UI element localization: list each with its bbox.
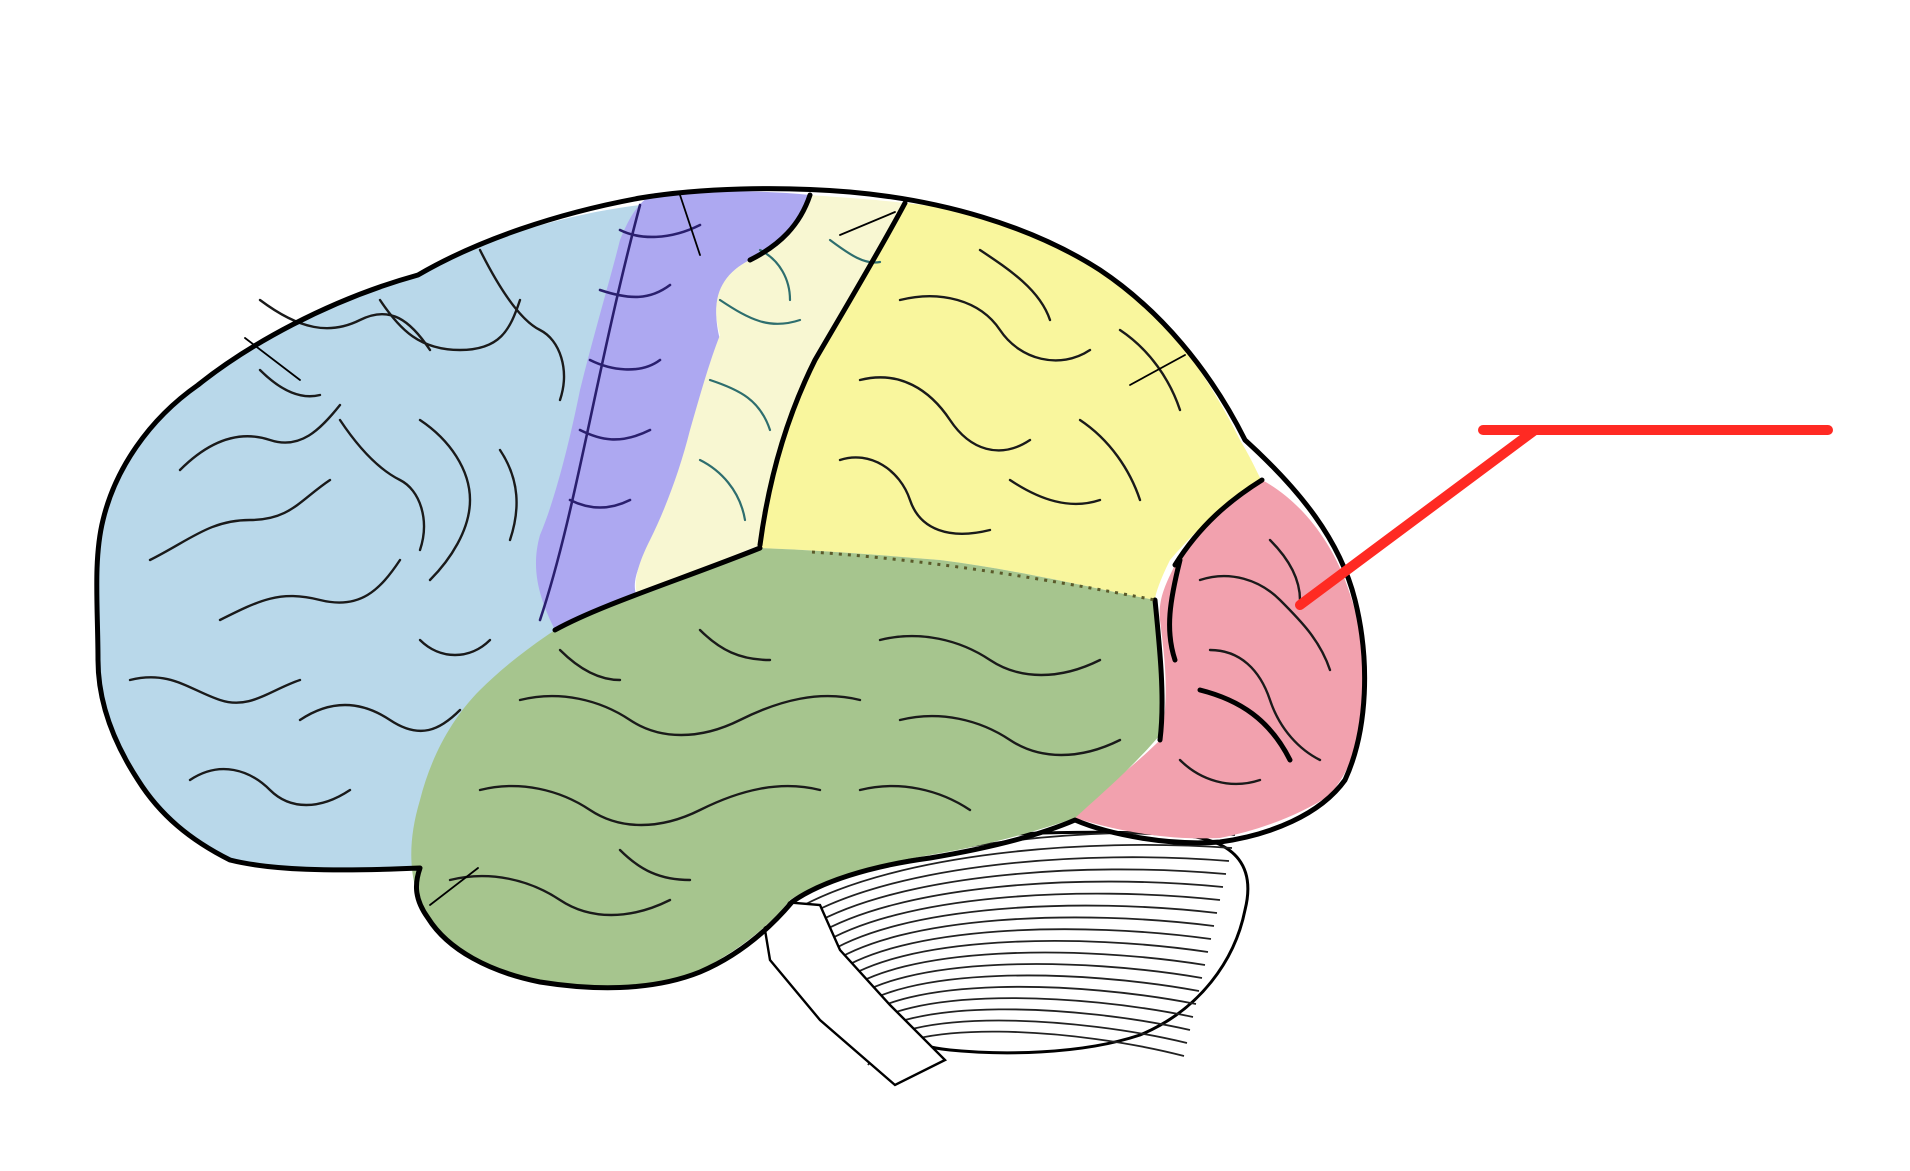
cerebellum-fold [811, 868, 1227, 926]
cerebellum-fold [835, 940, 1209, 986]
cerebellum-fold [807, 856, 1230, 916]
precentral-gyrus [535, 190, 810, 630]
temporal-lobe [411, 548, 1163, 986]
parietal-lobe [760, 203, 1262, 600]
postcentral-sulci [698, 211, 896, 522]
cerebellum-fold [803, 843, 1233, 906]
cerebellum-fold [823, 904, 1218, 956]
cerebellum-fold [819, 892, 1221, 946]
cerebellum [758, 830, 1250, 1087]
lobe-boundaries [538, 192, 1265, 743]
pointer-line [1295, 425, 1833, 610]
cerebellum-fold [827, 916, 1215, 966]
brainstem [758, 898, 948, 1087]
occipital-sulci [1178, 538, 1332, 786]
postcentral-gyrus [635, 195, 905, 600]
cerebellum-fold [839, 951, 1206, 996]
frontal-sulci [128, 248, 566, 807]
cerebellum-fold [815, 880, 1224, 936]
brain-outline [94, 186, 1368, 991]
temporal-sulci [429, 628, 1122, 917]
cerebellum-fold [831, 928, 1212, 976]
parietal-sulci [838, 248, 1186, 535]
precentral-sulci [568, 194, 702, 509]
